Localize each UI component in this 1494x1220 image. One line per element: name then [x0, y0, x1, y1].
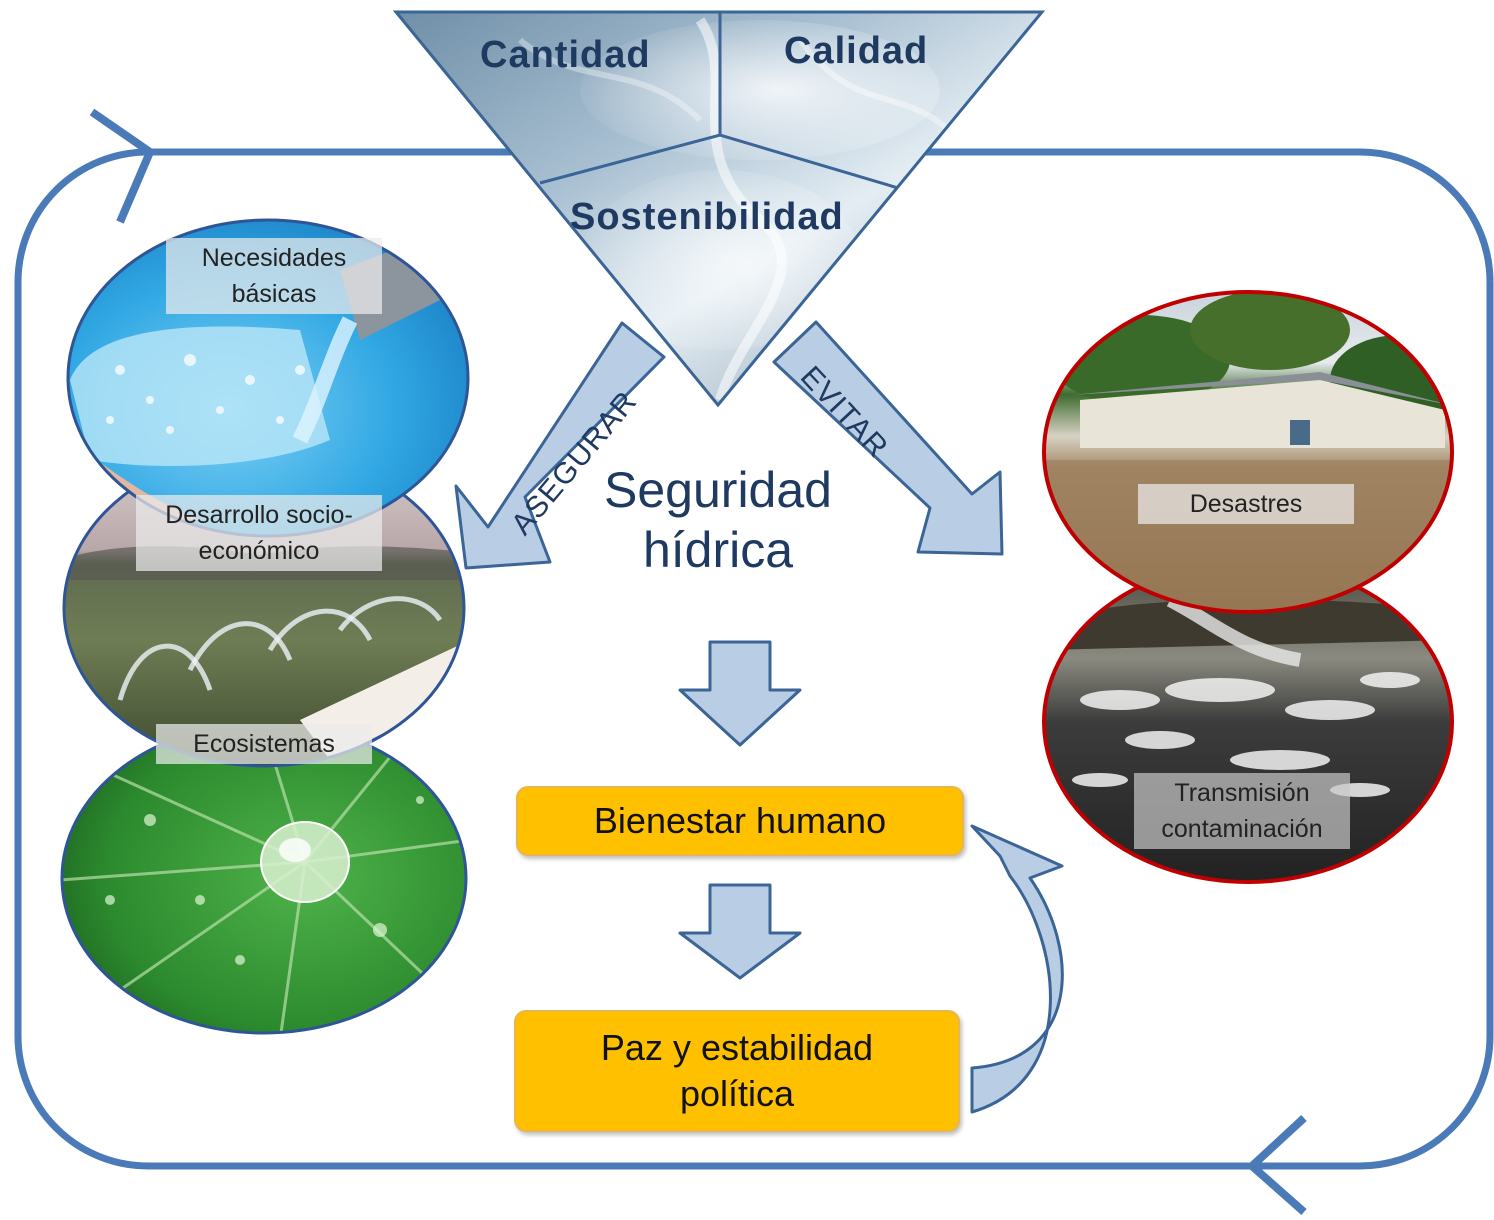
title-line-1: Seguridad — [604, 462, 832, 518]
development-label: Desarrollo socio-económico — [136, 495, 382, 571]
peace-stability-box: Paz y estabilidad política — [514, 1010, 960, 1132]
ecosystems-circle — [60, 721, 468, 1035]
basic-needs-label: Necesidades básicas — [166, 238, 382, 314]
water-security-title: Seguridad hídrica — [558, 460, 878, 580]
pollution-label: Transmisión contaminación — [1134, 773, 1350, 849]
avoid-arrow — [772, 320, 1004, 556]
quantity-label: Cantidad — [480, 34, 651, 76]
peace-stability-text: Paz y estabilidad política — [600, 1027, 874, 1114]
cycle-arrowhead-bottom-right — [1246, 1115, 1307, 1215]
ecosystems-label: Ecosistemas — [156, 724, 372, 764]
cycle-arrowhead-top-left — [89, 108, 155, 224]
disasters-circle — [1042, 290, 1454, 614]
down-arrow-2 — [678, 883, 802, 980]
title-line-2: hídrica — [642, 522, 794, 578]
quality-label: Calidad — [784, 30, 929, 72]
feedback-arrow — [970, 824, 1064, 1114]
human-welfare-text: Bienestar humano — [593, 800, 887, 841]
disasters-label: Desastres — [1138, 484, 1354, 524]
sustainability-label: Sostenibilidad — [570, 196, 844, 238]
water-triangle — [392, 10, 1046, 408]
secure-arrow — [454, 321, 666, 570]
down-arrow-1 — [678, 640, 802, 747]
human-welfare-box: Bienestar humano — [516, 786, 964, 856]
